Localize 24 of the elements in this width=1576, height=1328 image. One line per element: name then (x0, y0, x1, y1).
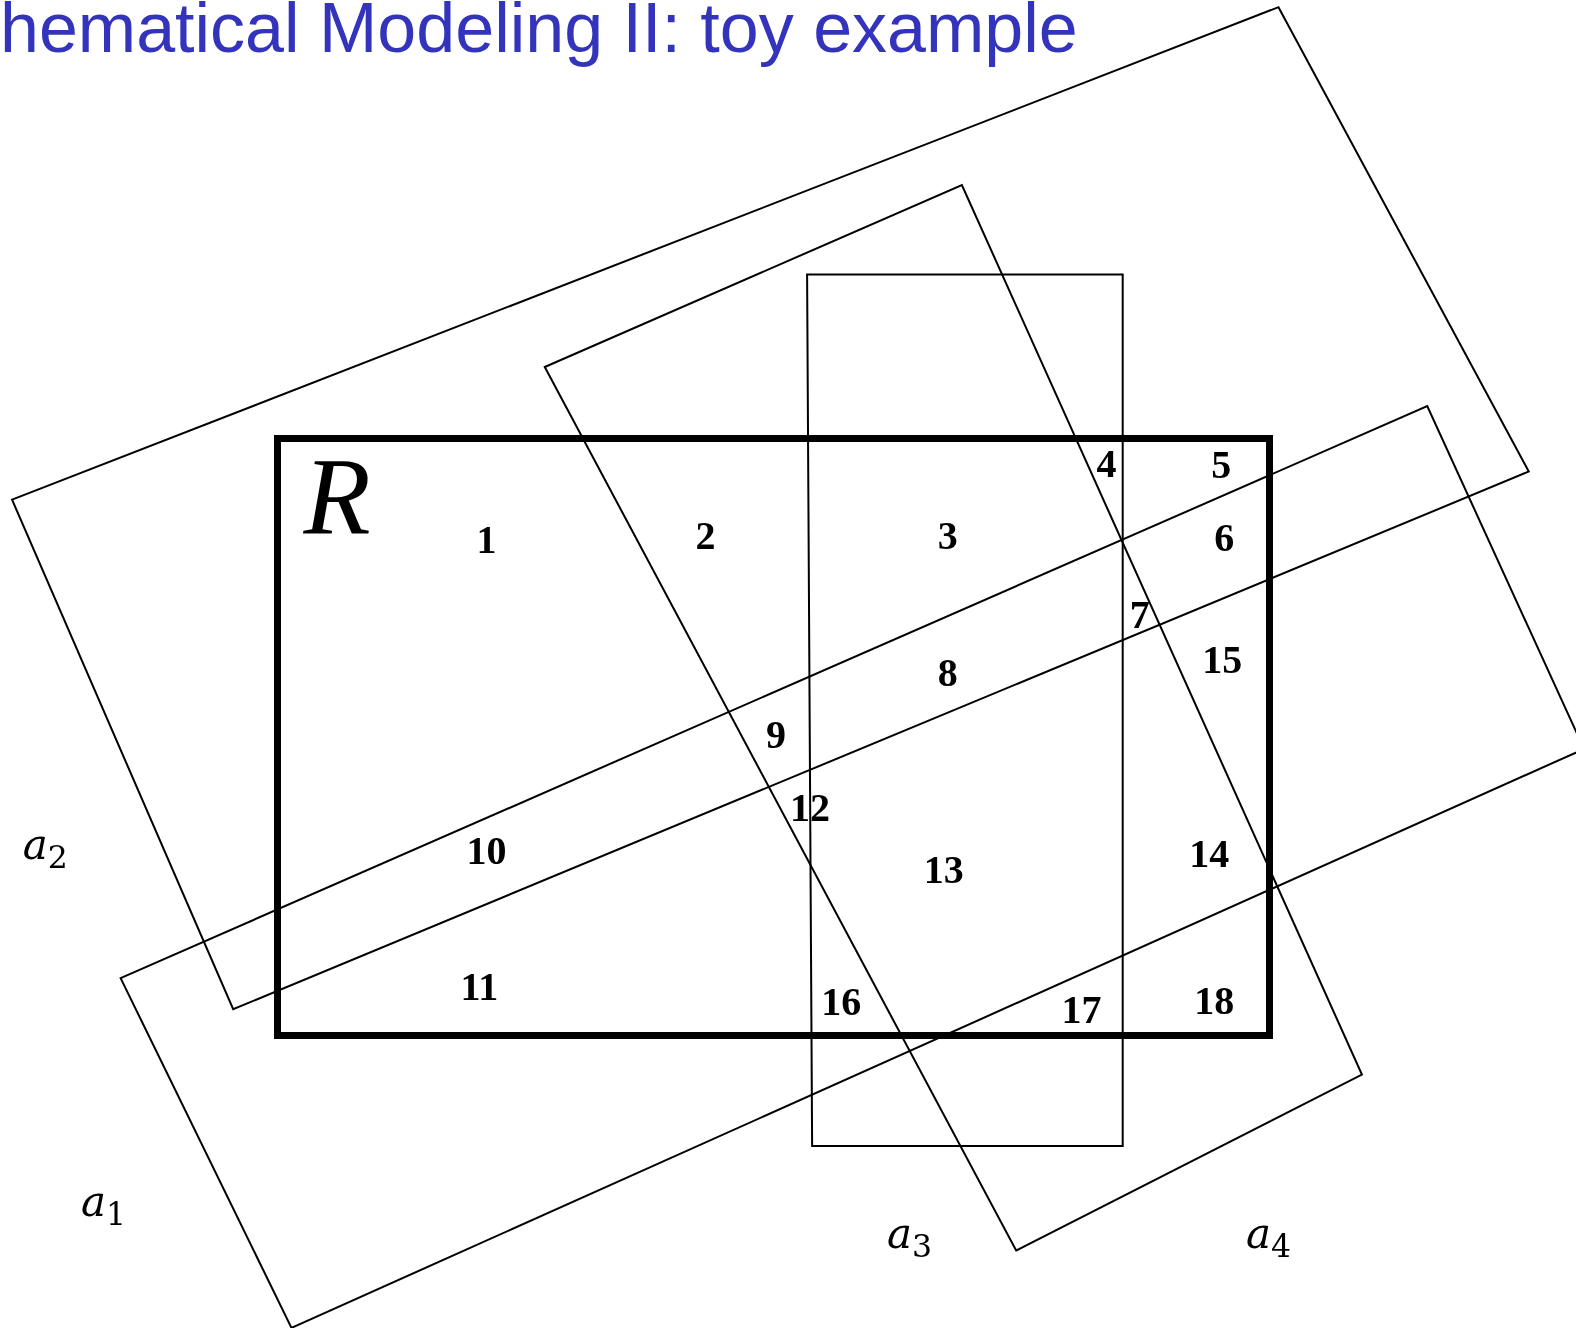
region-number: 17 (1061, 990, 1102, 1031)
region-number: 6 (1214, 517, 1235, 558)
region-number: 5 (1211, 445, 1232, 486)
set-label: a$_{1}$ (80, 1181, 127, 1232)
region-number: 3 (937, 515, 958, 556)
region-number: 8 (937, 653, 958, 694)
region-number: 7 (1129, 595, 1150, 636)
region-number: 16 (821, 982, 862, 1023)
set-label: a$_{2}$ (22, 824, 68, 875)
region-number: 10 (466, 831, 507, 872)
region-label: R (303, 442, 371, 553)
region-number: 2 (695, 515, 716, 556)
region-number: 9 (765, 714, 786, 755)
set-label: a$_{3}$ (887, 1213, 933, 1264)
region-number: 11 (460, 967, 499, 1007)
region-number: 1 (476, 519, 497, 560)
region-number: 4 (1096, 444, 1117, 485)
region-number: 14 (1189, 834, 1230, 875)
region-rectangle (274, 435, 1274, 1040)
region-number: 15 (1202, 640, 1243, 681)
region-number: 13 (923, 850, 964, 891)
set-label: a$_{4}$ (1245, 1213, 1291, 1264)
region-number: 18 (1194, 981, 1235, 1022)
slide-title: hematical Modeling II: toy example (0, 0, 1078, 68)
